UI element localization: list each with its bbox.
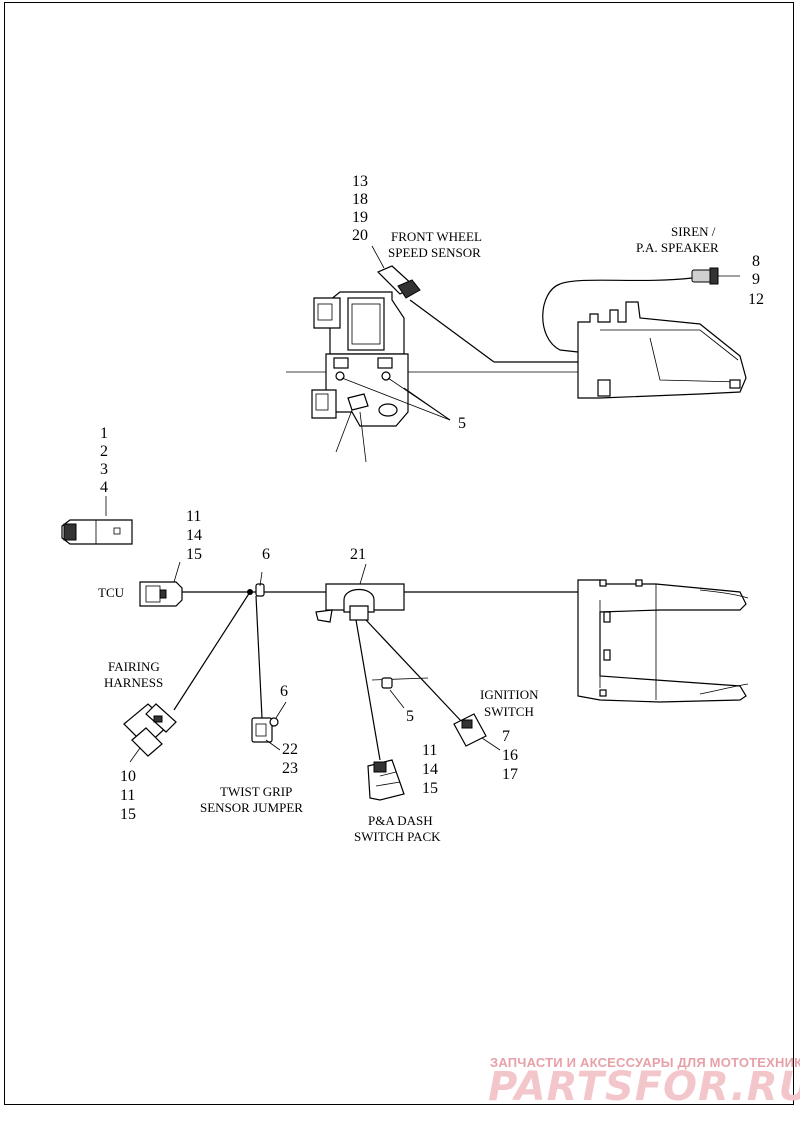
callout-15-fairing: 15 — [120, 806, 136, 823]
twist-grip-connector — [251, 701, 287, 751]
callout-18: 18 — [352, 191, 368, 208]
dash-switch-pack-connector — [367, 759, 405, 801]
callout-19: 19 — [352, 209, 368, 226]
watermark: ЗАПЧАСТИ И АКСЕССУАРЫ ДЛЯ МОТОТЕХНИКИ PA… — [488, 1055, 800, 1110]
tcu-connector — [139, 561, 183, 607]
diagram-frame — [4, 2, 794, 1105]
callout-8: 8 — [752, 253, 760, 270]
fairing-harness-connector — [123, 703, 177, 763]
siren-callout: SIREN / P.A. SPEAKER 8 9 12 — [636, 224, 764, 308]
loose-connector — [61, 496, 133, 545]
callout-15-tcu: 15 — [186, 546, 202, 563]
callout-23: 23 — [282, 760, 298, 777]
siren-connector — [542, 267, 740, 353]
callout-6-upper: 6 — [262, 546, 270, 563]
label-pa-dash: P&A DASH — [368, 813, 433, 828]
callout-3: 3 — [100, 461, 108, 478]
label-pa-speaker: P.A. SPEAKER — [636, 240, 719, 255]
watermark-logo-text: PARTSFOR.RU — [488, 1064, 800, 1110]
speed-sensor-callout: 13 18 19 20 FRONT WHEEL SPEED SENSOR — [352, 173, 482, 260]
callout-21: 21 — [350, 546, 366, 563]
callout-17: 17 — [502, 766, 518, 783]
label-switch: SWITCH — [484, 704, 534, 719]
callout-1: 1 — [100, 425, 108, 442]
ignition-callout: IGNITION SWITCH 7 16 17 — [480, 687, 539, 783]
dash-switch-callout: 11 14 15 P&A DASH SWITCH PACK — [354, 742, 441, 844]
callout-10: 10 — [120, 768, 136, 785]
upper-right-housing — [577, 301, 747, 399]
label-siren: SIREN / — [671, 224, 716, 239]
callout-11-dash: 11 — [422, 742, 437, 759]
label-harness: HARNESS — [104, 675, 163, 690]
label-fairing: FAIRING — [108, 659, 160, 674]
callout-12: 12 — [748, 291, 764, 308]
twist-grip-callout: 6 22 23 TWIST GRIP SENSOR JUMPER — [200, 683, 303, 815]
callout-2: 2 — [100, 443, 108, 460]
main-harness — [173, 571, 578, 719]
callout-16: 16 — [502, 747, 518, 764]
lower-right-housing — [577, 579, 749, 703]
callout-15-dash: 15 — [422, 780, 438, 797]
label-sensor-jumper: SENSOR JUMPER — [200, 800, 303, 815]
label-ignition: IGNITION — [480, 687, 539, 702]
fairing-callout: FAIRING HARNESS 10 11 15 — [104, 659, 163, 823]
label-speed-sensor: SPEED SENSOR — [388, 245, 481, 260]
label-tcu: TCU — [98, 585, 125, 600]
watermark-tagline: ЗАПЧАСТИ И АКСЕССУАРЫ ДЛЯ МОТОТЕХНИКИ — [490, 1055, 800, 1070]
callout-5-upper: 5 — [458, 415, 466, 432]
connector-callout: 1 2 3 4 — [100, 425, 108, 496]
callout-14-dash: 14 — [422, 761, 438, 778]
label-twist-grip: TWIST GRIP — [220, 784, 292, 799]
callout-22: 22 — [282, 741, 298, 758]
callout-7: 7 — [502, 728, 510, 745]
callout-13: 13 — [352, 173, 368, 190]
callout-9: 9 — [752, 271, 760, 288]
upper-bracket-assembly — [286, 291, 578, 463]
ignition-switch-connector — [453, 713, 501, 751]
center-bracket — [315, 563, 463, 761]
label-front-wheel: FRONT WHEEL — [391, 229, 482, 244]
speed-sensor-connector — [371, 245, 578, 363]
callout-20: 20 — [352, 227, 368, 244]
callout-4: 4 — [100, 479, 108, 496]
callout-14-tcu: 14 — [186, 527, 202, 544]
callout-11-fairing: 11 — [120, 787, 135, 804]
callout-11-tcu: 11 — [186, 508, 201, 525]
callout-5-lower: 5 — [406, 708, 414, 725]
tcu-callout: 11 14 15 TCU — [98, 508, 202, 600]
callout-6-lower: 6 — [280, 683, 288, 700]
label-switch-pack: SWITCH PACK — [354, 829, 441, 844]
